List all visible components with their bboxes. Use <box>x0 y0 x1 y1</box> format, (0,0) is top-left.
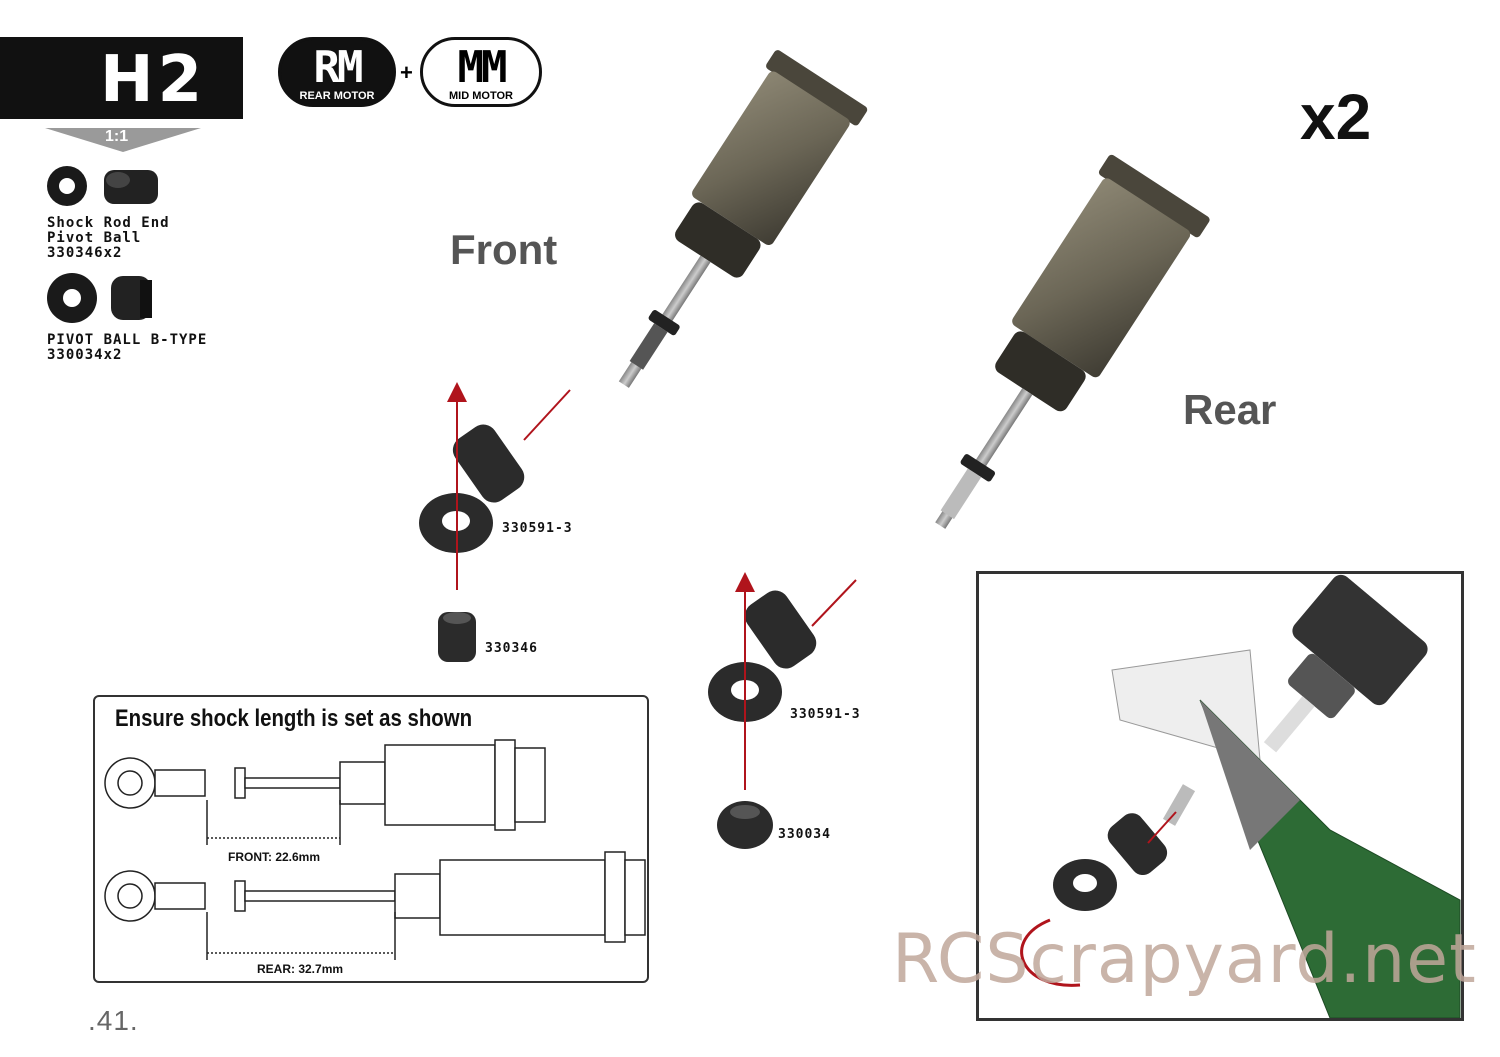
front-shock <box>618 50 868 388</box>
front-length-diagram <box>104 739 546 845</box>
front-pivot-ball <box>438 612 476 662</box>
rear-ball-callout: 330034 <box>778 827 831 842</box>
page-number: .41. <box>88 1005 139 1036</box>
quantity-label: x2 <box>1300 81 1372 153</box>
step-label: H2 <box>100 43 207 117</box>
watermark: RCScrapyard.net <box>892 920 1477 999</box>
rear-heading: Rear <box>1183 386 1277 433</box>
front-ball-callout: 330346 <box>485 641 538 656</box>
mm-badge-text: MM <box>457 42 508 93</box>
legend-item-line: 330346x2 <box>47 245 123 261</box>
rear-pivot-ball <box>717 801 773 849</box>
pivot-ball-b-type-icon <box>47 273 152 323</box>
scale-label: 1:1 <box>105 128 129 145</box>
rm-badge-caption: REAR MOTOR <box>299 90 375 102</box>
legend-item-line: Shock Rod End <box>47 215 170 231</box>
rear-motor-badge: RM REAR MOTOR <box>278 37 396 107</box>
infobox-title: Ensure shock length is set as shown <box>115 705 473 732</box>
legend-item-line: 330034x2 <box>47 347 123 363</box>
mid-motor-badge: MM MID MOTOR <box>420 37 542 107</box>
badge-plus: + <box>400 60 413 85</box>
legend-item-shock-rod-end: Shock Rod End Pivot Ball 330346x2 <box>47 216 170 261</box>
pliers-detail-illustration <box>1020 574 1461 1019</box>
rear-shock <box>935 154 1210 529</box>
rear-rod-end <box>708 590 817 722</box>
front-dimension-label: FRONT: 22.6mm <box>228 850 321 864</box>
detail-inset-box <box>976 571 1464 1021</box>
rm-badge-text: RM <box>313 42 364 93</box>
front-heading: Front <box>450 226 558 273</box>
step-badge: H2 <box>0 37 243 119</box>
legend-item-pivot-ball-b: PIVOT BALL B-TYPE 330034x2 <box>47 333 207 363</box>
rear-length-diagram <box>104 851 646 960</box>
legend-item-line: PIVOT BALL B-TYPE <box>47 332 208 348</box>
pivot-ball-icon <box>47 166 158 206</box>
assembly-arrows <box>447 382 857 790</box>
rear-dimension-label: REAR: 32.7mm <box>257 962 344 976</box>
rear-rod-end-callout: 330591-3 <box>790 707 861 722</box>
front-rod-end <box>419 424 525 553</box>
shock-length-infobox <box>93 695 649 983</box>
mm-badge-caption: MID MOTOR <box>449 90 513 102</box>
scale-arrow <box>45 128 201 152</box>
front-rod-end-callout: 330591-3 <box>502 521 573 536</box>
legend-item-line: Pivot Ball <box>47 230 142 246</box>
